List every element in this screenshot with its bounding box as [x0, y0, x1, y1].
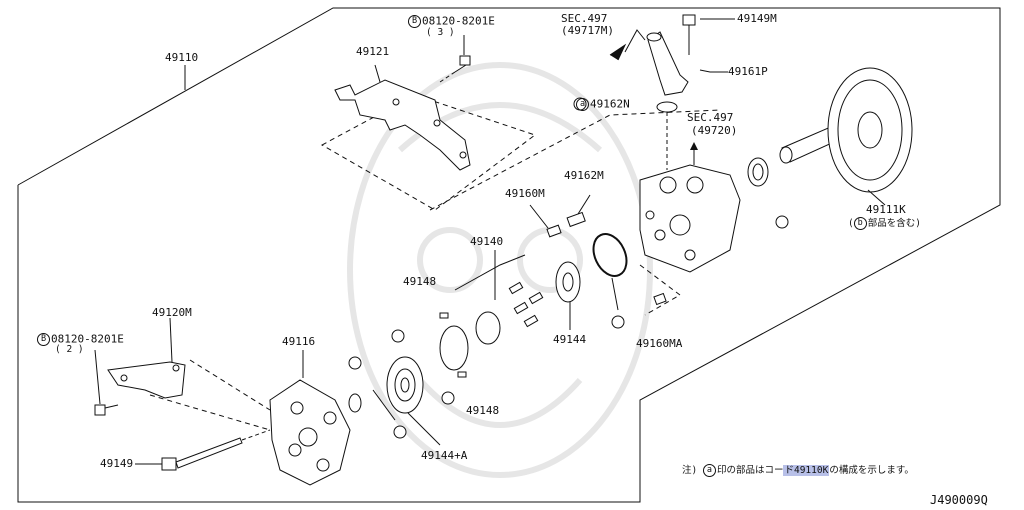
housing-dash [429, 109, 721, 211]
label-bolt-left-qty: ( 2 ) [55, 344, 84, 355]
side-plate [439, 325, 469, 371]
label-49148-bottom: 49148 [466, 404, 500, 417]
label-sec497-b: SEC.497 [687, 111, 734, 124]
label-sec497-a-sub: (49717M) [561, 24, 614, 37]
label-49144: 49144 [553, 333, 587, 346]
pulley-shaft-49111K [747, 67, 913, 206]
oring-49162N [656, 101, 678, 113]
diagram-code: J490009Q [930, 493, 988, 507]
label-bolt-top-qty: ( 3 ) [426, 27, 455, 38]
label-49149: 49149 [100, 457, 134, 470]
pipe-49161P [609, 14, 735, 96]
label-49116: 49116 [282, 335, 316, 348]
springs [529, 194, 667, 306]
cam-ring-49144 [555, 261, 581, 330]
label-49110: 49110 [165, 51, 199, 64]
bolt-left-icon [94, 349, 119, 416]
label-49160MA: 49160MA [636, 337, 683, 350]
label-49144A: 49144+A [421, 449, 468, 462]
long-bolt-49149 [135, 429, 271, 471]
label-49111K: 49111K [866, 203, 906, 216]
label-49121: 49121 [356, 45, 390, 58]
highlighted-code: ド49110K [783, 465, 830, 476]
label-49120M: 49120M [152, 306, 192, 319]
pump-housing [639, 164, 741, 273]
bracket-49120M [107, 317, 271, 431]
frame-outline [17, 7, 1001, 503]
rear-cover-49116 [269, 350, 351, 486]
label-49160M: 49160M [505, 187, 545, 200]
bracket-49121 [320, 64, 537, 211]
gasket-ring [592, 233, 628, 277]
rear-plate-49144A [348, 356, 441, 446]
bolt-top-icon [439, 35, 471, 83]
label-49162M: 49162M [564, 169, 604, 182]
label-49149M: 49149M [737, 12, 777, 25]
label-49161P: 49161P [728, 65, 768, 78]
vane-set-49140 [454, 250, 544, 345]
marker-b-icon: B [408, 15, 421, 28]
label-49148-top: 49148 [403, 275, 437, 288]
label-sec497-a: SEC.497 [561, 12, 608, 25]
label-sec497-b-sub: (49720) [691, 124, 738, 137]
label-49140: 49140 [470, 235, 504, 248]
